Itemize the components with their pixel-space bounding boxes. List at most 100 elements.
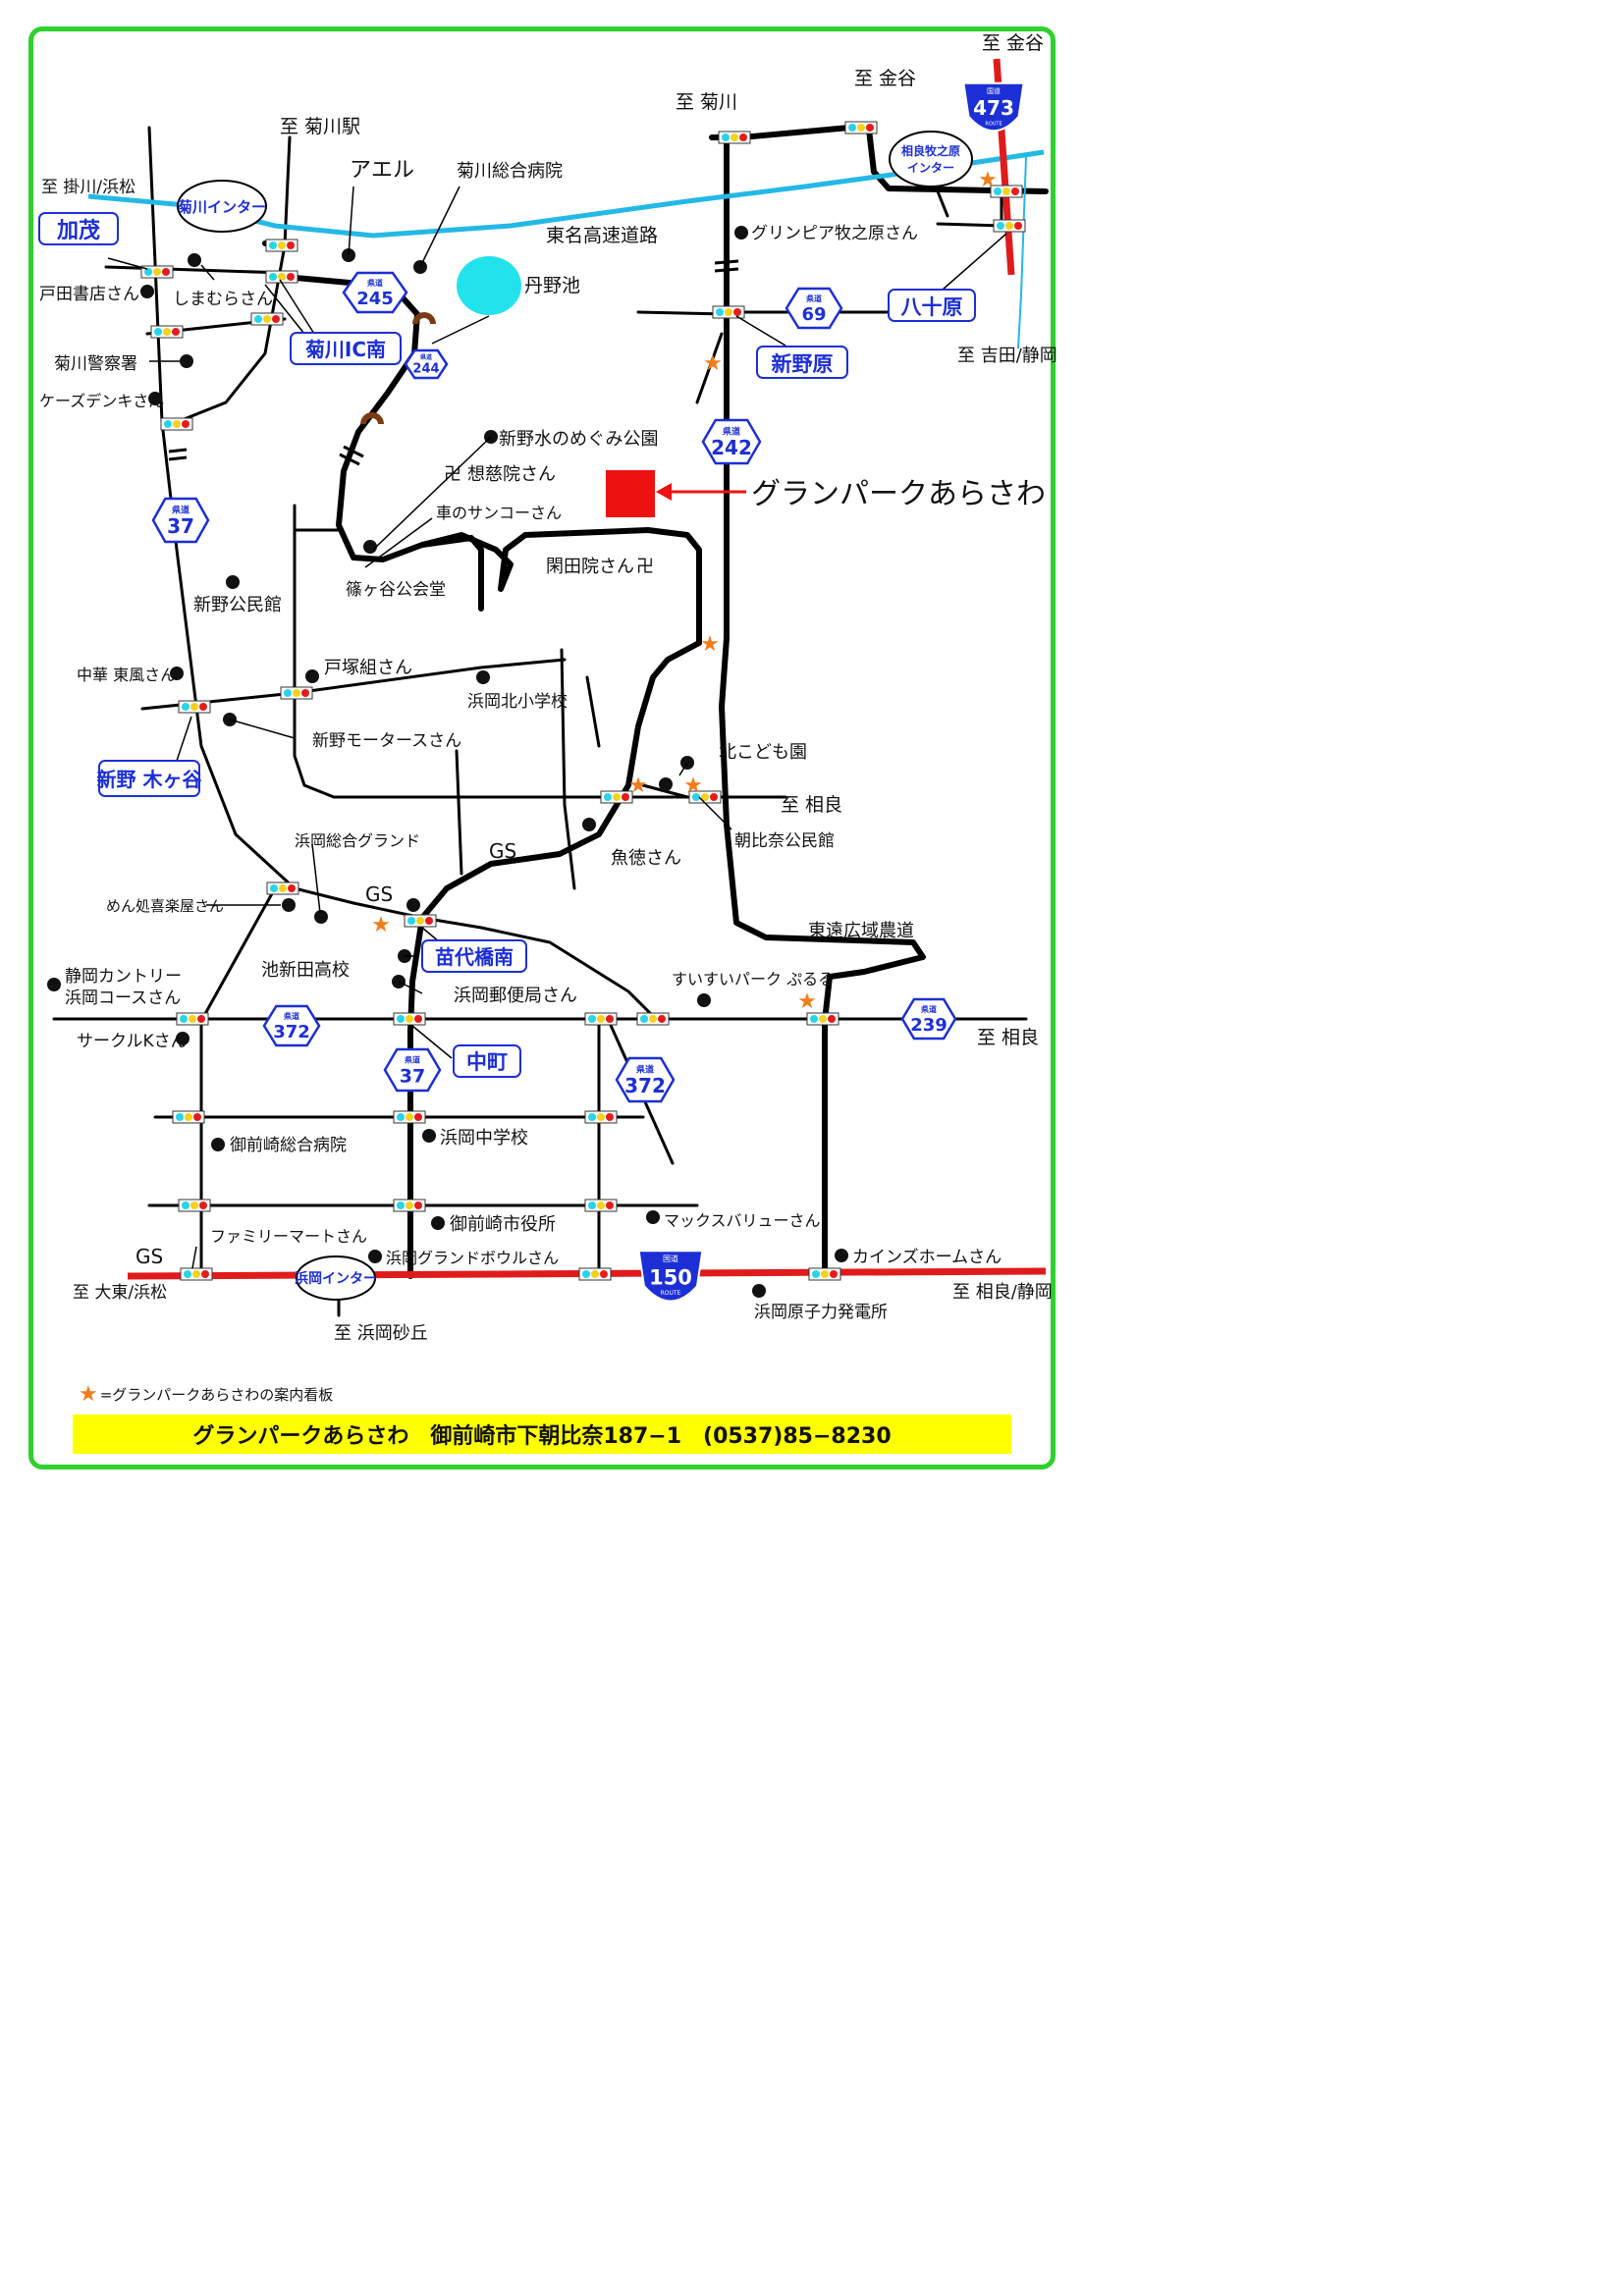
traffic-signal <box>393 1012 426 1026</box>
traffic-signal <box>160 417 193 431</box>
landmark-tomei: 東名高速道路 <box>546 225 658 246</box>
svg-text:37: 37 <box>400 1066 425 1088</box>
landmark-greenpia: グリンピア牧之原さん <box>751 224 918 243</box>
traffic-signal <box>990 185 1023 198</box>
svg-text:県道: 県道 <box>921 1004 937 1014</box>
traffic-signal <box>578 1267 612 1281</box>
landmark-sankou: 車のサンコーさん <box>436 504 562 522</box>
dir-kanaya-2: 至 金谷 <box>854 68 916 89</box>
traffic-signal <box>404 914 437 928</box>
traffic-signals <box>140 121 1026 1281</box>
landmark-hamaoka-jhs: 浜岡中学校 <box>440 1128 528 1148</box>
signboard-star-icon: ★ <box>371 913 391 937</box>
svg-text:国道: 国道 <box>663 1254 678 1263</box>
dir-kikugawa: 至 菊川 <box>676 91 737 113</box>
access-map: グランパークあらさわ 県道245県道244県道69県道242県道37県道372県… <box>38 32 1057 1344</box>
signboard-stars: ★★★★★★★ <box>371 168 998 1014</box>
leader-lines <box>107 186 1007 1269</box>
footer-text: グランパークあらさわ 御前崎市下朝比奈187−1 (0537)85−8230 <box>192 1424 892 1449</box>
landmark-nuclear: 浜岡原子力発電所 <box>754 1303 888 1322</box>
landmark-gs-1: GS <box>489 839 516 863</box>
intersection-kamo: 加茂 <box>56 219 100 243</box>
landmark-niino-kominkan: 新野公民館 <box>193 595 282 615</box>
svg-text:239: 239 <box>910 1015 947 1036</box>
traffic-signal <box>176 1012 209 1026</box>
landmark-kita-kodomoen: 北こども園 <box>719 742 807 763</box>
traffic-signal <box>584 1199 618 1212</box>
landmark-hamaoka-bowl: 浜岡グランドボウルさん <box>386 1249 559 1267</box>
landmark-hamaoka-ground: 浜岡総合グランド <box>295 831 420 850</box>
landmark-hamaoka-course: 浜岡コースさん <box>65 988 181 1008</box>
map-frame <box>28 27 1056 1469</box>
landmark-tanno-ike: 丹野池 <box>524 275 580 296</box>
signboard-star-icon: ★ <box>797 989 817 1014</box>
landmark-sojiin: 想慈院さん <box>467 464 556 485</box>
landmark-shimamura: しまむらさん <box>173 290 273 309</box>
landmark-cainz: カインズホームさん <box>852 1248 1001 1267</box>
traffic-signal <box>265 239 298 252</box>
landmark-ikeshinden-hs: 池新田高校 <box>261 960 350 981</box>
expressway-branch <box>1017 156 1027 349</box>
svg-text:150: 150 <box>649 1265 692 1289</box>
intersection-nakamachi: 中町 <box>466 1050 508 1074</box>
traffic-signal <box>266 881 299 895</box>
signboard-star-icon: ★ <box>628 774 648 798</box>
svg-text:県道: 県道 <box>636 1063 654 1075</box>
legend: ★ =グランパークあらさわの案内看板 <box>79 1382 333 1407</box>
tunnel-icons <box>360 312 436 424</box>
signboard-star-icon: ★ <box>978 168 998 192</box>
svg-text:国道: 国道 <box>987 86 1001 95</box>
landmark-maxvalu: マックスバリューさん <box>664 1211 821 1230</box>
landmark-omaezaki-hospital: 御前崎総合病院 <box>230 1136 347 1155</box>
landmark-circle-k: サークルKさん <box>77 1032 188 1051</box>
svg-text:県道: 県道 <box>723 425 740 437</box>
landmark-shizuoka-country: 静岡カントリー <box>65 967 182 987</box>
svg-text:242: 242 <box>711 436 752 459</box>
hamaoka-ic: 浜岡インター <box>295 1270 377 1287</box>
svg-text:県道: 県道 <box>367 278 383 288</box>
dir-hamaoka-sakyu: 至 浜岡砂丘 <box>334 1323 428 1344</box>
landmark-sojiin-symbol: 卍 <box>444 464 461 485</box>
interchange-labels: 菊川インター 相良牧之原 インター 浜岡インター <box>177 131 973 1301</box>
svg-text:ROUTE: ROUTE <box>661 1290 681 1297</box>
landmark-kikugawa-police: 菊川警察署 <box>54 354 137 374</box>
dir-sagara-shizuoka: 至 相良/静岡 <box>952 1282 1053 1303</box>
landmark-ksdenki: ケーズデンキさん <box>39 392 164 410</box>
svg-text:ROUTE: ROUTE <box>985 121 1001 127</box>
svg-text:県道: 県道 <box>806 294 822 303</box>
footer-info-bar: グランパークあらさわ 御前崎市下朝比奈187−1 (0537)85−8230 <box>73 1415 1011 1454</box>
landmark-shinogaya: 篠ヶ谷公会堂 <box>346 580 446 600</box>
dir-yoshida: 至 吉田/静岡 <box>957 346 1057 366</box>
landmark-asahina-kominkan: 朝比奈公民館 <box>734 831 835 851</box>
traffic-signal <box>280 686 313 700</box>
intersection-niinohara: 新野原 <box>772 352 834 376</box>
landmark-niino-park: 新野水のめぐみ公園 <box>499 429 659 450</box>
dir-kakegawa: 至 掛川/浜松 <box>41 178 135 197</box>
traffic-signal <box>172 1110 205 1124</box>
landmark-gs-3: GS <box>135 1245 163 1268</box>
landmark-totsuka: 戸塚組さん <box>324 658 412 678</box>
landmark-niino-motors: 新野モータースさん <box>312 731 461 751</box>
svg-text:県道: 県道 <box>284 1011 299 1021</box>
signboard-star-icon: ★ <box>700 632 720 657</box>
landmark-kandenin: 閑田院さん <box>546 557 634 577</box>
dir-kikugawa-station: 至 菊川駅 <box>280 116 360 137</box>
traffic-signal <box>250 312 284 326</box>
kikugawa-ic: 菊川インター <box>178 198 266 216</box>
traffic-signal <box>584 1110 618 1124</box>
intersection-naeshirobashi-minami: 苗代橋南 <box>435 945 514 969</box>
intersection-niino-kigaya: 新野 木ヶ谷 <box>97 768 203 791</box>
dir-sagara-2: 至 相良 <box>977 1027 1039 1048</box>
landmark-hamaoka-post: 浜岡郵便局さん <box>454 986 577 1006</box>
signboard-star-icon: ★ <box>683 774 703 798</box>
svg-text:県道: 県道 <box>172 504 189 515</box>
traffic-signal <box>993 219 1026 233</box>
